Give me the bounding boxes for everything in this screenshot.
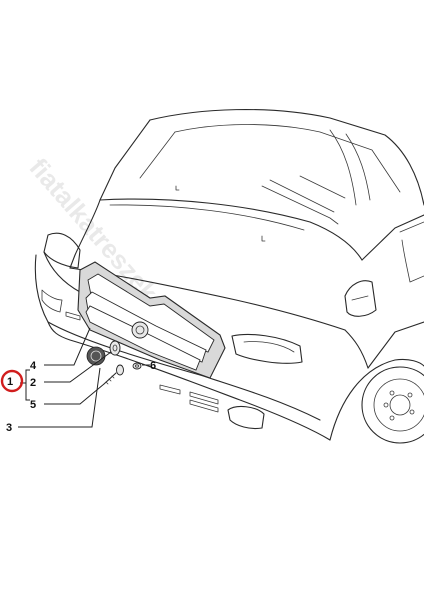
leader-lines [18,327,150,428]
callout-5[interactable]: 5 [30,399,36,411]
callout-1[interactable]: 1 [7,376,13,388]
callout-labels: 4 2 5 3 6 1 [6,360,156,434]
screw-part-5 [103,364,124,385]
clip-part-2 [109,340,121,356]
emblem-badge [86,346,106,366]
callout-2[interactable]: 2 [30,377,36,389]
van-outline [34,109,424,444]
callout-6[interactable]: 6 [150,360,156,372]
grille-assembly [77,261,226,379]
callout-3[interactable]: 3 [6,422,12,434]
selected-part-highlight [0,369,24,393]
grille-emblem-mount [131,321,149,339]
washer-part-6 [132,362,142,370]
callout-4[interactable]: 4 [30,360,37,372]
